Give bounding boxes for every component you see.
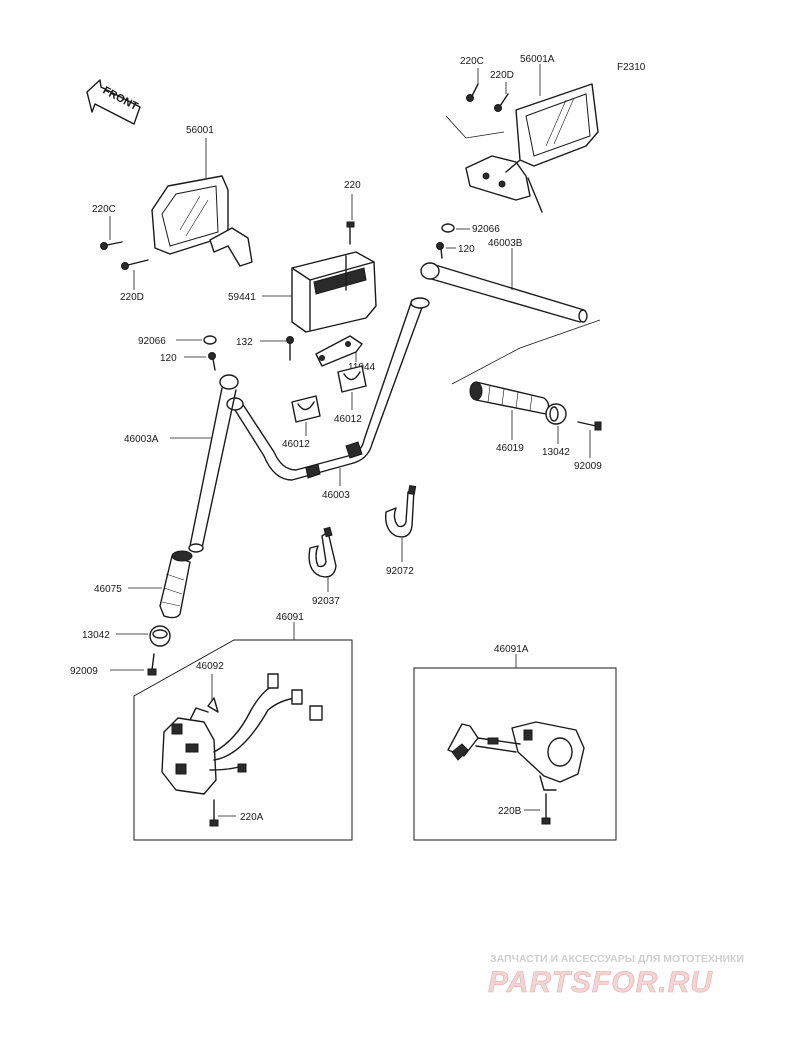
screw-120-left [208, 352, 216, 371]
label-46012-left: 46012 [282, 439, 310, 450]
bolt-220C-right [466, 83, 479, 102]
screw-220B [541, 793, 551, 825]
label-59441: 59441 [228, 292, 256, 303]
watermark-tagline: ЗАПЧАСТИ И АКСЕССУАРЫ ДЛЯ МОТОТЕХНИКИ [490, 953, 744, 965]
bracket-11044 [315, 335, 363, 367]
label-92009-right: 92009 [574, 461, 602, 472]
label-46012-right: 46012 [334, 414, 362, 425]
cap-92066-left [203, 335, 217, 345]
label-220C-left: 220C [92, 204, 116, 215]
left-grip [159, 550, 193, 619]
label-132: 132 [236, 337, 253, 348]
diagram-code: F2310 [617, 62, 646, 73]
right-switch-housing [447, 721, 585, 791]
label-56001A: 56001A [520, 54, 555, 65]
left-switch-housing [161, 673, 323, 795]
label-92009-left: 92009 [70, 666, 98, 677]
label-46003B: 46003B [488, 238, 523, 249]
label-46003A: 46003A [124, 434, 159, 445]
bolt-220D-right [494, 93, 509, 112]
bolt-220 [346, 221, 355, 245]
label-92066-left: 92066 [138, 336, 166, 347]
label-46092: 46092 [196, 661, 224, 672]
front-arrow-icon: FRONT [86, 79, 141, 125]
screw-92009-right [577, 421, 602, 431]
label-92037: 92037 [312, 596, 340, 607]
left-mirror [151, 175, 253, 267]
label-220D-left: 220D [120, 292, 144, 303]
cable-clamp-92037 [308, 526, 337, 578]
label-220C-right: 220C [460, 56, 484, 67]
label-46091A: 46091A [494, 644, 529, 655]
label-120-left: 120 [160, 353, 177, 364]
label-46075: 46075 [94, 584, 122, 595]
label-92072: 92072 [386, 566, 414, 577]
screw-92009-left [147, 653, 157, 676]
label-46019: 46019 [496, 443, 524, 454]
label-120-right: 120 [458, 244, 475, 255]
box-46091 [133, 639, 353, 841]
label-46091: 46091 [276, 612, 304, 623]
holder-clamp-right [337, 365, 367, 393]
screw-220A [209, 799, 219, 827]
label-46003: 46003 [322, 490, 350, 501]
holder-clamp-left [291, 395, 321, 423]
bolt-132 [286, 336, 294, 361]
handlebar-holder-cover [291, 251, 377, 333]
label-13042-left: 13042 [82, 630, 110, 641]
label-220B: 220B [498, 806, 522, 817]
bolt-220C-left [100, 241, 123, 250]
label-13042-right: 13042 [542, 447, 570, 458]
label-220: 220 [344, 180, 361, 191]
label-92066-right: 92066 [472, 224, 500, 235]
handlebar-46003A [188, 374, 239, 553]
cable-clamp-92072 [385, 484, 417, 538]
box-46091A [413, 667, 617, 841]
handlebar-46003 [226, 297, 430, 481]
handlebar-46003B [420, 262, 588, 323]
cap-92066-right [441, 223, 455, 233]
label-220D-right: 220D [490, 70, 514, 81]
label-220A: 220A [240, 812, 264, 823]
label-56001: 56001 [186, 125, 214, 136]
screw-120-right [436, 242, 444, 259]
bar-end-weight-right [545, 403, 567, 425]
bolt-220D-left [121, 259, 149, 270]
watermark-brand: PARTSFOR.RU [488, 966, 713, 999]
right-grip [469, 381, 550, 415]
bar-end-weight-left [149, 625, 171, 647]
right-mirror [465, 83, 599, 213]
